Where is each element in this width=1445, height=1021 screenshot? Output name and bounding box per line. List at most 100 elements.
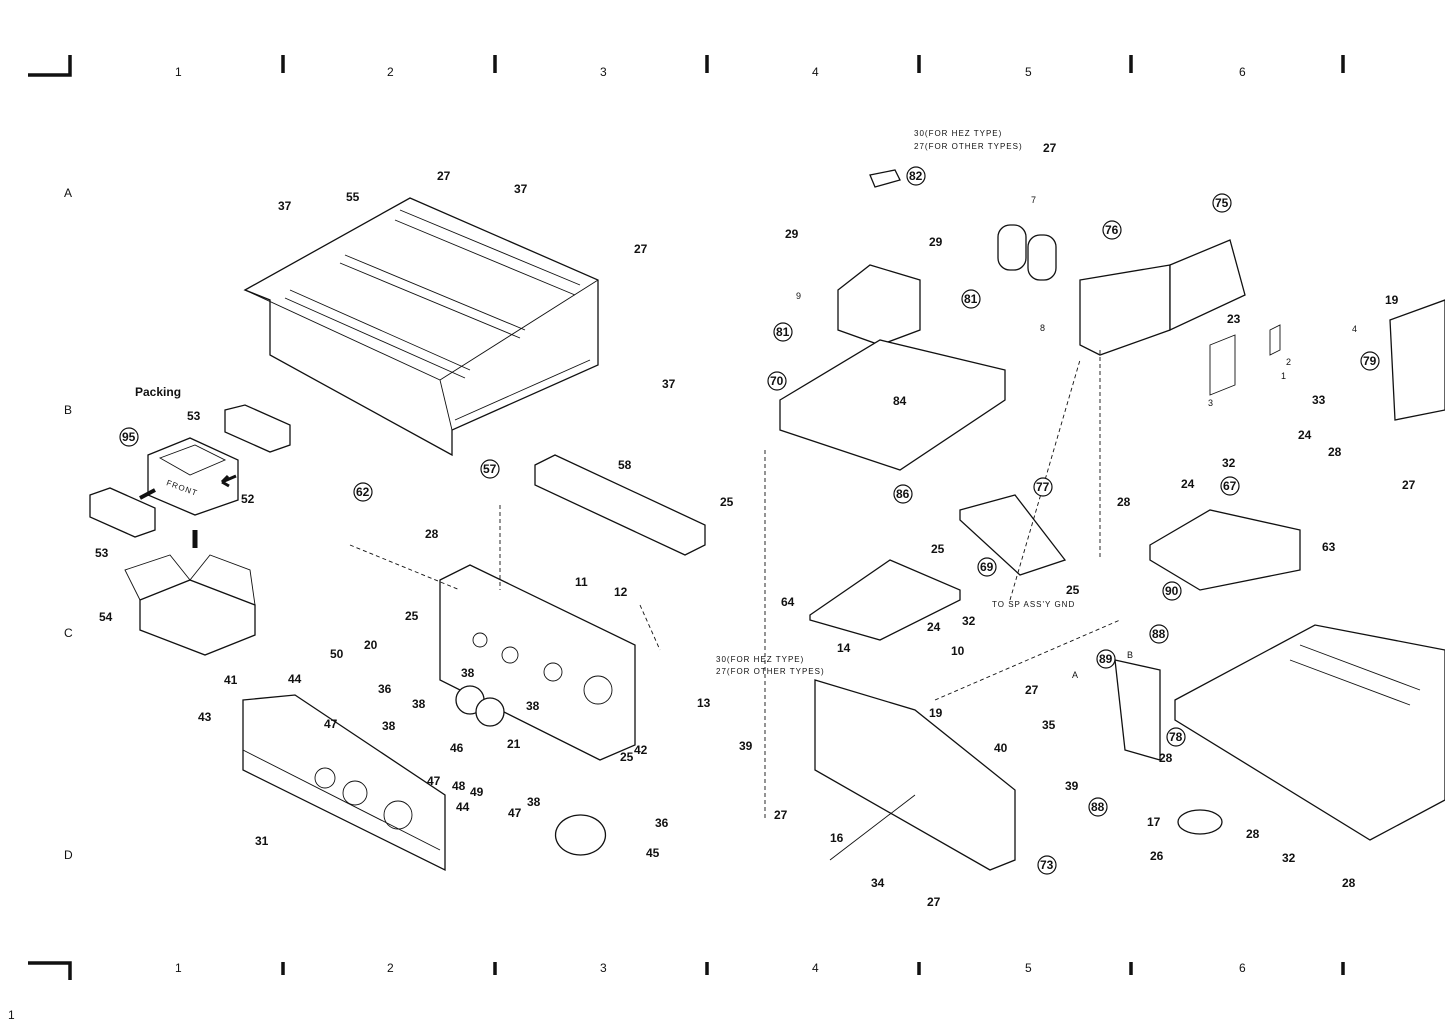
grid-column-label: 4 <box>812 961 819 975</box>
part-callout: 35 <box>1042 718 1056 732</box>
part-callout: 21 <box>507 737 521 751</box>
part-callout: 38 <box>526 699 540 713</box>
part-callout: 54 <box>99 610 113 624</box>
part-callout: 90 <box>1165 584 1179 598</box>
part-callout: 38 <box>412 697 426 711</box>
part-callout: 27 <box>1025 683 1039 697</box>
callout-circle <box>1096 649 1116 669</box>
part-callout: 37 <box>514 182 528 196</box>
part-callout: 57 <box>483 462 497 476</box>
part-callout: 84 <box>893 394 907 408</box>
part-callout: 23 <box>1227 312 1241 326</box>
part-callout: 4 <box>1352 324 1358 334</box>
part-callout: 55 <box>346 190 360 204</box>
part-callout: 44 <box>288 672 302 686</box>
part-callout: 69 <box>980 560 994 574</box>
grid-column-label: 4 <box>812 65 819 79</box>
part-callout: 32 <box>962 614 976 628</box>
part-callout: 49 <box>470 785 484 799</box>
part-callout: 95 <box>122 430 136 444</box>
callout-circle <box>1360 351 1380 371</box>
part-callout: 77 <box>1036 480 1050 494</box>
part-callout: 31 <box>255 834 269 848</box>
part-callout: 7 <box>1031 195 1037 205</box>
part-callout: 26 <box>1150 849 1164 863</box>
part-callout: 19 <box>929 706 943 720</box>
part-callout: 79 <box>1363 354 1377 368</box>
part-callout: 67 <box>1223 479 1237 493</box>
part-callout: 27 <box>1043 141 1057 155</box>
part-callout: 52 <box>241 492 255 506</box>
callout-circle <box>1162 581 1182 601</box>
part-callout: 27 <box>437 169 451 183</box>
callout-circle <box>1102 220 1122 240</box>
part-callout: 25 <box>931 542 945 556</box>
part-callout: 25 <box>620 750 634 764</box>
callout-circle <box>773 322 793 342</box>
grid-column-label: 1 <box>175 65 182 79</box>
part-callout: 81 <box>964 292 978 306</box>
page-number: 1 <box>8 1008 15 1021</box>
part-callout: 78 <box>1169 730 1183 744</box>
grid-row-label: B <box>64 403 72 417</box>
callout-circle <box>1037 855 1057 875</box>
part-callout: 28 <box>1246 827 1260 841</box>
part-callout: 12 <box>614 585 628 599</box>
part-callout: 28 <box>425 527 439 541</box>
part-callout: 63 <box>1322 540 1336 554</box>
part-callout: 29 <box>929 235 943 249</box>
part-callout: 47 <box>508 806 522 820</box>
note-other-top: 27(FOR OTHER TYPES) <box>914 142 1023 151</box>
callout-circle <box>119 427 139 447</box>
part-callout: 53 <box>187 409 201 423</box>
part-callout: 38 <box>382 719 396 733</box>
part-callout: 88 <box>1091 800 1105 814</box>
part-callout: 53 <box>95 546 109 560</box>
part-callout: A <box>1072 670 1079 680</box>
part-callout: 62 <box>356 485 370 499</box>
part-callout: 28 <box>1328 445 1342 459</box>
part-callout: 34 <box>871 876 885 890</box>
note-hez-top: 30(FOR HEZ TYPE) <box>914 129 1002 138</box>
packing-parts: FRONT <box>89 404 291 656</box>
grid-column-label: 5 <box>1025 65 1032 79</box>
part-callout: 3 <box>1208 398 1214 408</box>
part-callout: 38 <box>527 795 541 809</box>
part-callout: 70 <box>770 374 784 388</box>
grid-column-label: 1 <box>175 961 182 975</box>
part-callout: 43 <box>198 710 212 724</box>
part-callout: 28 <box>1159 751 1173 765</box>
part-callout: 73 <box>1040 858 1054 872</box>
part-callout: 36 <box>655 816 669 830</box>
callout-circle <box>961 289 981 309</box>
grid-row-label: D <box>64 848 73 862</box>
callout-circle <box>353 482 373 502</box>
part-callout: 33 <box>1312 393 1326 407</box>
part-callout: 39 <box>1065 779 1079 793</box>
part-callout: 36 <box>378 682 392 696</box>
part-callout: 32 <box>1282 851 1296 865</box>
callout-circle <box>1220 476 1240 496</box>
part-callout: 41 <box>224 673 238 687</box>
part-callout: 50 <box>330 647 344 661</box>
grid-column-label: 3 <box>600 961 607 975</box>
part-callout: 89 <box>1099 652 1113 666</box>
part-callout: 82 <box>909 169 923 183</box>
callout-circle <box>480 459 500 479</box>
part-callout: 24 <box>1181 477 1195 491</box>
part-callout: 27 <box>927 895 941 909</box>
part-callout: 44 <box>456 800 470 814</box>
callout-circle <box>893 484 913 504</box>
part-callout: 45 <box>646 846 660 860</box>
grid-row-label: A <box>64 186 72 200</box>
part-callout: 10 <box>951 644 965 658</box>
part-callout: 46 <box>450 741 464 755</box>
part-callout: 39 <box>739 739 753 753</box>
callout-circle <box>1149 624 1169 644</box>
part-callout: 16 <box>830 831 844 845</box>
front-panel-assembly <box>242 454 706 872</box>
part-callout: 20 <box>364 638 378 652</box>
part-callout: 14 <box>837 641 851 655</box>
part-callout: 88 <box>1152 627 1166 641</box>
